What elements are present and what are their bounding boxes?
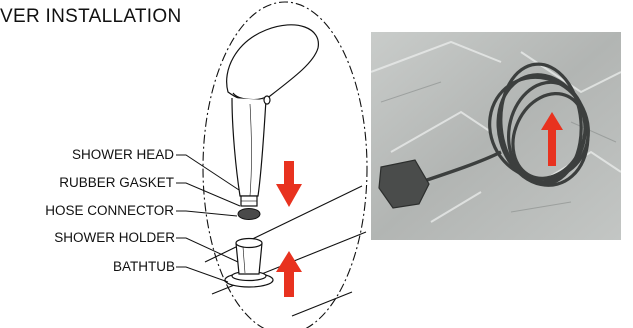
- shower-head-drawing: [227, 25, 319, 206]
- leader-lines: [176, 155, 240, 282]
- hose-photo: [371, 32, 621, 240]
- rubber-gasket-drawing: [238, 209, 260, 220]
- shower-holder-drawing: [225, 239, 273, 288]
- red-up-arrow-icon: [276, 251, 302, 297]
- red-down-arrow-icon: [276, 161, 302, 207]
